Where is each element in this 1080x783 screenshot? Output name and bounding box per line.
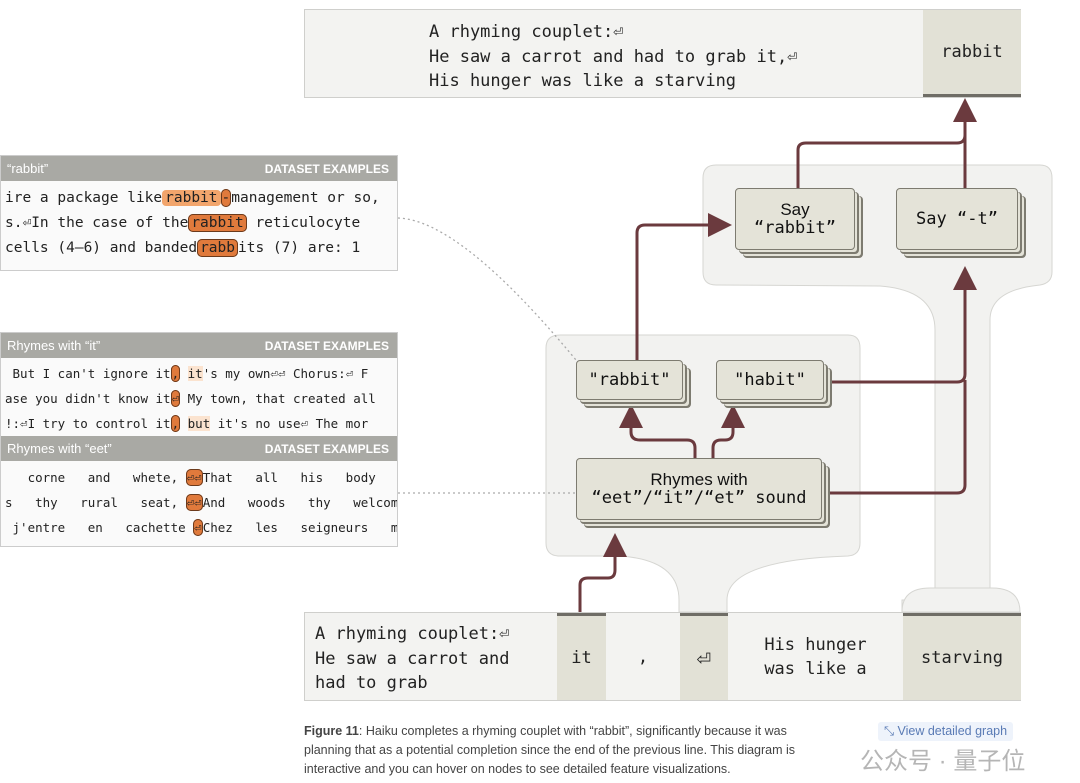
panel-label: DATASET EXAMPLES [264,161,389,176]
token-starving[interactable]: starving [903,613,1021,700]
example-row: corne and whete, ⏎⏎That all his body wa [5,469,397,486]
node-say-rabbit[interactable]: Say“rabbit” [735,188,855,250]
edge-it-to-rhymes [578,533,627,612]
token-it[interactable]: it [557,613,606,700]
output-box: A rhyming couplet:⏎ He saw a carrot and … [304,9,1021,98]
panel-label: DATASET EXAMPLES [264,338,389,353]
example-row: But I can't ignore it, it's my own⏎⏎ Cho… [5,365,369,382]
example-row: j'entre en cachette ⏎Chez les seigneurs … [5,519,397,536]
output-line: His hunger was like a starving [429,71,737,91]
example-row: s thy rural seat, ⏎⏎And woods thy welcom… [5,494,397,511]
node-say-t[interactable]: Say “-t” [896,188,1018,250]
node-rhymes[interactable]: Rhymes with“eet”/“it”/“et” sound [576,458,822,520]
output-line: A rhyming couplet:⏎ [429,22,624,42]
prompt-line: A rhyming couplet:⏎ [315,624,510,644]
edge-rhymes-to-rabbit [619,404,697,458]
panel-title: “rabbit” [7,161,49,176]
example-row: !:⏎I try to control it, but it's no use⏎… [5,415,369,432]
edge-rhymes-to-habit [711,404,745,458]
prompt-line: He saw a carrot and [315,648,510,669]
edge-habit-to-say-t [830,266,977,384]
panel-title: Rhymes with “it” [7,338,101,353]
dotted-link-rabbit [397,217,577,361]
token-comma[interactable]: , [637,646,649,667]
dataset-panel-rabbit: “rabbit” DATASET EXAMPLES ire a package l… [0,155,398,271]
panel-title: Rhymes with “eet” [7,441,112,456]
token-newline[interactable]: ⏎ [680,613,728,700]
output-token-rabbit[interactable]: rabbit [923,10,1021,97]
example-row: ase you didn't know it⏎ My town, that cr… [5,390,376,407]
caption-label: Figure 11 [304,724,359,738]
dataset-panel-rhymes: Rhymes with “it” DATASET EXAMPLES But I c… [0,332,398,547]
watermark: 公众号 · 量子位 [860,748,1026,775]
panel-label: DATASET EXAMPLES [264,441,389,456]
edge-rabbit-to-say-rabbit [635,213,732,360]
node-rabbit[interactable]: "rabbit" [576,360,683,400]
caption-text: : Haiku completes a rhyming couplet with… [304,724,796,776]
input-box: A rhyming couplet:⏎ He saw a carrot and … [304,612,1021,701]
node-habit[interactable]: "habit" [716,360,824,400]
view-graph-link[interactable]: ⤡ View detailed graph [878,722,1014,741]
figure-caption: Figure 11: Haiku completes a rhyming cou… [304,722,824,779]
output-line: He saw a carrot and had to grab it,⏎ [429,46,798,67]
edge-rhymes-to-say-t [828,380,967,495]
prompt-line: had to grab [315,673,428,693]
